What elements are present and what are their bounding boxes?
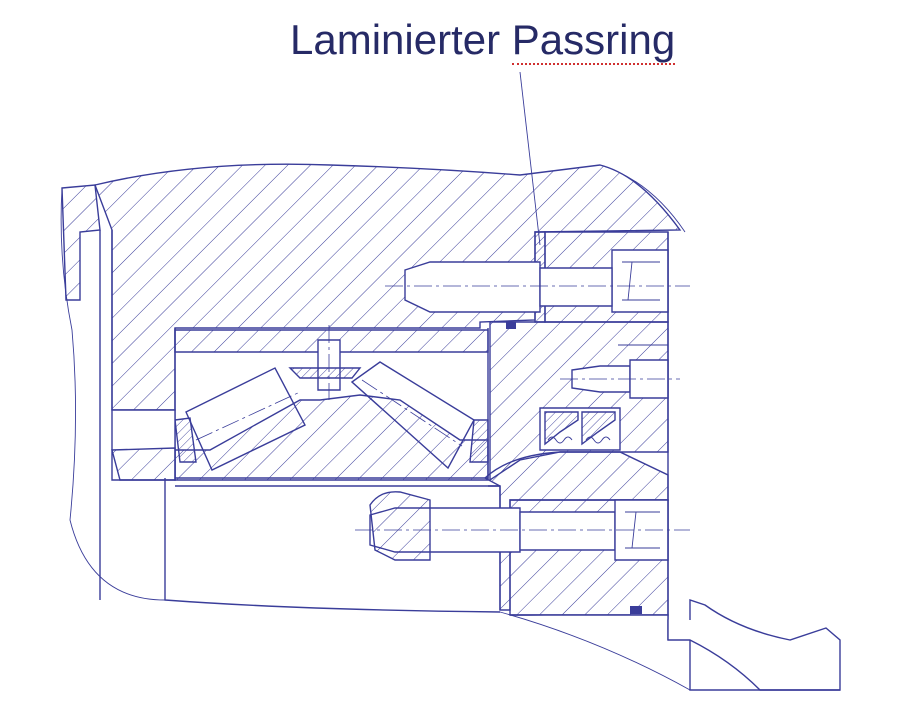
cage-center (288, 367, 362, 379)
housing (94, 163, 682, 411)
diagram-title: Laminierter Passring (290, 10, 730, 70)
shaft-bottom-arc (499, 611, 691, 691)
seal-lip-1 (544, 411, 579, 446)
cage-right (469, 419, 489, 463)
left-flange-outline (60, 187, 166, 601)
cage-left (174, 417, 197, 463)
title-word-laminierter: Laminierter (290, 16, 501, 63)
right-outer-contour (599, 164, 686, 233)
upper-bolt-head-socket (622, 261, 660, 301)
o-ring-bottom (630, 606, 642, 614)
upper-bolt-shank (404, 261, 541, 313)
o-ring-top (506, 322, 516, 329)
shaft-bottom-contour (164, 478, 501, 613)
lower-bolt-bore-hatch (369, 491, 431, 561)
left-cover (61, 184, 101, 301)
seal-lip-2 (581, 411, 616, 446)
left-wedge (111, 447, 176, 481)
title-word-passring: Passring (511, 16, 676, 65)
seal-spring (547, 436, 611, 444)
lower-bolt-body (519, 511, 616, 551)
left-roller-axis (195, 391, 301, 441)
upper-bolt-body (539, 267, 613, 307)
upper-bolt-head (611, 249, 669, 313)
